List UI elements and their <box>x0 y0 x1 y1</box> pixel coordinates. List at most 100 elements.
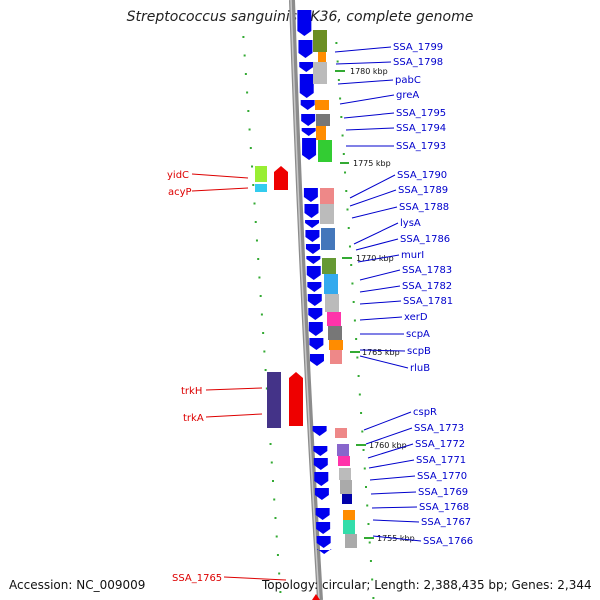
kbp-mark-1775: 1775 kbp <box>340 159 391 168</box>
forward-gene-label[interactable]: SSA_1772 <box>367 439 465 459</box>
forward-cds-arrow[interactable] <box>313 446 328 456</box>
forward-gene-label[interactable]: cspR <box>363 407 437 431</box>
forward-cds-arrow[interactable] <box>297 10 312 36</box>
forward-cds-arrow[interactable] <box>314 488 329 500</box>
gene-label-text: SSA_1772 <box>415 439 465 450</box>
forward-cds-arrow[interactable] <box>307 282 322 292</box>
forward-cds-arrow[interactable] <box>299 62 314 72</box>
forward-gene-label[interactable]: SSA_1794 <box>345 123 446 134</box>
forward-gene-label[interactable]: SSA_1771 <box>368 455 466 469</box>
forward-gene-label[interactable]: SSA_1773 <box>365 423 464 445</box>
forward-cds-arrow[interactable] <box>313 458 328 470</box>
tick-dot <box>244 73 247 75</box>
forward-gene-label[interactable]: SSA_1783 <box>359 265 452 281</box>
tick-dot <box>344 171 347 174</box>
gene-label-text: trkA <box>183 413 204 424</box>
tick-dot <box>362 449 365 451</box>
forward-gene-label[interactable]: SSA_1768 <box>371 502 469 513</box>
gene-label-text: SSA_1786 <box>400 234 450 245</box>
reverse-cds-arrow[interactable] <box>289 372 303 426</box>
forward-cds-arrow[interactable] <box>305 244 320 254</box>
forward-cds-arrow[interactable] <box>301 128 316 136</box>
gene-label-text: scpB <box>407 346 431 357</box>
forward-cds-arrow[interactable] <box>301 114 316 126</box>
forward-cds-arrow[interactable] <box>302 138 317 160</box>
forward-cds-arrow[interactable] <box>305 220 320 228</box>
forward-cds-arrow[interactable] <box>300 100 315 110</box>
reverse-cds-arrow[interactable] <box>274 166 288 190</box>
forward-gene-label[interactable]: SSA_1795 <box>343 108 446 119</box>
forward-gene-label[interactable]: SSA_1789 <box>349 185 448 207</box>
gene-label-text: trkH <box>181 386 202 397</box>
forward-gene-label[interactable]: greA <box>339 90 419 105</box>
tick-dot <box>350 264 353 266</box>
forward-gene-label[interactable]: SSA_1786 <box>355 234 450 251</box>
forward-cds-arrow[interactable] <box>303 188 318 202</box>
forward-gene-label[interactable]: pabC <box>337 75 421 86</box>
forward-gene-label[interactable]: murI <box>357 250 424 263</box>
forward-cds-arrow[interactable] <box>309 354 324 366</box>
forward-gene-label[interactable]: scpB <box>359 346 431 357</box>
forward-cds-arrow[interactable] <box>299 74 314 98</box>
forward-gene-label[interactable]: SSA_1767 <box>372 517 471 528</box>
tick-dot <box>251 165 254 168</box>
reverse-gene-label[interactable]: trkH <box>181 386 263 397</box>
forward-cds-arrow[interactable] <box>305 230 320 242</box>
forward-gene-label[interactable]: SSA_1781 <box>359 296 453 307</box>
cog-block <box>324 274 338 294</box>
forward-gene-label[interactable]: SSA_1766 <box>372 535 473 547</box>
forward-gene-label[interactable]: SSA_1770 <box>369 471 467 482</box>
tick-dot <box>275 535 278 538</box>
reverse-gene-label[interactable]: SSA_1765 <box>172 573 287 584</box>
forward-gene-label[interactable]: SSA_1790 <box>349 170 447 199</box>
forward-gene-label[interactable]: lysA <box>353 218 421 245</box>
reverse-gene-label[interactable]: acyP <box>168 187 249 198</box>
tick-dot <box>253 202 256 205</box>
forward-gene-label[interactable]: SSA_1793 <box>346 141 446 152</box>
tick-dot <box>335 42 338 44</box>
forward-cds-arrow[interactable] <box>298 40 313 58</box>
forward-gene-label[interactable]: SSA_1788 <box>351 202 449 219</box>
reverse-gene-label[interactable]: yidC <box>167 170 249 181</box>
forward-cds-arrow[interactable] <box>312 426 327 436</box>
forward-cds-arrow[interactable] <box>306 256 321 264</box>
forward-cds-arrow[interactable] <box>316 522 331 534</box>
forward-gene-label[interactable]: xerD <box>359 312 428 323</box>
tick-dot <box>262 332 265 334</box>
tick-dot <box>276 554 279 556</box>
kbp-label: 1770 kbp <box>356 254 394 263</box>
forward-cds-arrow[interactable] <box>315 508 330 520</box>
tick-dot <box>278 572 281 575</box>
tick-dot <box>337 79 340 81</box>
forward-cds-arrow[interactable] <box>309 338 324 350</box>
forward-gene-label[interactable]: SSA_1798 <box>335 57 443 68</box>
forward-gene-label[interactable]: SSA_1799 <box>334 42 443 53</box>
forward-gene-label[interactable]: SSA_1782 <box>359 281 452 293</box>
cog-block <box>316 114 330 126</box>
gene-label-text: SSA_1793 <box>396 141 446 152</box>
tick-dot <box>341 134 344 137</box>
kbp-mark-1765: 1765 kbp <box>350 348 400 357</box>
tick-dot <box>260 313 263 316</box>
cog-block <box>320 204 334 224</box>
gene-label-text: SSA_1773 <box>414 423 464 434</box>
tick-dot <box>257 258 260 260</box>
forward-cds-arrow[interactable] <box>317 549 332 554</box>
forward-cds-arrow[interactable] <box>307 294 322 306</box>
forward-cds-arrow[interactable] <box>308 308 323 320</box>
forward-gene-label[interactable]: SSA_1769 <box>370 487 468 498</box>
forward-cds-arrow[interactable] <box>306 266 321 280</box>
forward-cds-arrow[interactable] <box>308 322 323 336</box>
reverse-cds-arrow[interactable] <box>312 594 320 600</box>
forward-cds-arrow[interactable] <box>314 472 329 486</box>
tick-dot <box>347 227 350 229</box>
forward-cds-arrow[interactable] <box>316 536 331 548</box>
tick-dot <box>264 369 267 371</box>
reverse-gene-label[interactable]: trkA <box>183 413 263 424</box>
tick-dot <box>273 498 276 501</box>
forward-cds-arrow[interactable] <box>304 204 319 218</box>
forward-gene-label[interactable]: rluB <box>359 355 430 374</box>
tick-dot <box>371 578 374 581</box>
tick-dot <box>269 443 272 445</box>
forward-gene-label[interactable]: scpA <box>360 329 430 340</box>
